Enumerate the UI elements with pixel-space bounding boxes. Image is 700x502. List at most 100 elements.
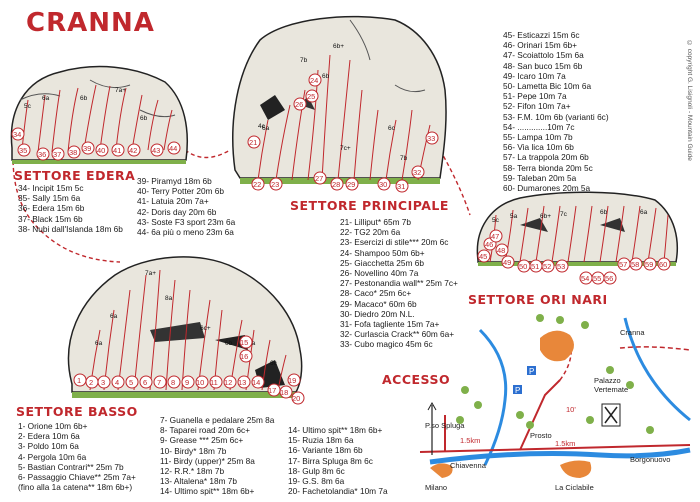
route-item: 38- Nubi dall'Islanda 18m 6b [18,223,123,234]
svg-text:7b: 7b [300,57,308,64]
route-item: 23- Esercizi di stile*** 20m 6c [340,237,449,248]
svg-text:7b: 7b [400,155,408,162]
route-item: 27- Pestonandia wall** 25m 7c+ [340,278,458,289]
route-item: 46- Orinari 15m 6b+ [503,40,578,51]
svg-text:30: 30 [379,180,387,189]
svg-text:7c: 7c [560,211,568,218]
route-item: 58- Terra bionda 20m 5c [503,162,593,173]
place-palazzo: Palazzo [594,376,621,385]
svg-text:58: 58 [631,260,639,269]
basso-routes-list-1: 1- Orione 10m 6b+ 2- Edera 10m 6a 3- Pol… [18,421,136,492]
route-item: 51- Pepe 10m 7a [503,91,567,102]
svg-text:18: 18 [280,388,288,397]
route-item: 13- Altalena* 18m 7b [160,476,238,487]
route-item: 55- Lampa 10m 7b [503,132,573,143]
place-spluga: P.so Spluga [425,421,465,430]
route-item: 56- Via lica 10m 6b [503,142,574,153]
route-item: 43- Soste F3 sport 23m 6a [137,216,236,227]
svg-text:6b: 6b [80,95,88,102]
access-map: P P [415,308,695,498]
route-item: 29- Macaco* 60m 6b [340,298,417,309]
orinari-routes-list: 45- Esticazzi 15m 6c 46- Orinari 15m 6b+… [503,30,609,193]
svg-text:7c+: 7c+ [340,145,351,152]
svg-text:8: 8 [171,378,175,387]
route-item: 6- Passaggio Chiave** 25m 7a+ [18,472,136,483]
route-item: 37- Black 15m 6b [18,213,83,224]
svg-text:32: 32 [413,168,421,177]
route-item: 7- Guanella e pedalare 25m 8a [160,415,275,425]
access-title: ACCESSO [382,372,451,387]
svg-text:38: 38 [69,148,77,157]
svg-text:57: 57 [619,260,627,269]
svg-text:48: 48 [497,246,505,255]
route-item: 26- Novellino 40m 7a [340,268,419,279]
route-item: 12- R.R.* 18m 7b [160,466,225,477]
route-item: 49- Icaro 10m 7a [503,70,566,81]
svg-text:44: 44 [169,144,177,153]
svg-text:26: 26 [295,100,303,109]
svg-text:6a: 6a [640,209,648,216]
svg-text:29: 29 [347,180,355,189]
copyright-text: © copyright G. Lisignoli - Mountain Guid… [686,40,693,161]
svg-text:50: 50 [519,262,527,271]
svg-text:60: 60 [659,260,667,269]
svg-text:5c: 5c [492,217,500,224]
route-item: 2- Edera 10m 6a [18,431,80,442]
svg-text:6c: 6c [270,360,278,367]
route-item: 32- Curlascia Crack** 60m 6a+ [340,329,455,340]
place-prosto: Prosto [530,431,552,440]
svg-text:2: 2 [89,378,93,387]
edera-routes-list: 34- Incipit 15m 5c 35- Sally 15m 6a 36- … [18,183,123,234]
svg-text:6c: 6c [388,125,396,132]
svg-text:55: 55 [593,274,601,283]
place-borgonuovo: Borgonuovo [630,455,670,464]
svg-text:7a+: 7a+ [115,87,126,94]
svg-text:10: 10 [196,378,204,387]
svg-text:19: 19 [288,376,296,385]
route-item: 34- Incipit 15m 5c [18,183,84,193]
route-item: 15- Ruzia 18m 6a [288,435,354,446]
sector-principale-title: SETTORE PRINCIPALE [290,198,449,213]
route-item: 39- Piramyd 18m 6b [137,176,212,186]
basso-routes-list-3: 14- Ultimo spit** 18m 6b+ 15- Ruzia 18m … [288,425,388,496]
place-chiavenna: Chiavenna [450,461,487,470]
svg-text:7a+: 7a+ [145,270,156,277]
svg-text:21: 21 [249,138,257,147]
svg-text:6b: 6b [322,73,330,80]
route-item: 35- Sally 15m 6a [18,193,81,204]
svg-text:31: 31 [397,182,405,191]
route-item: 19- G.S. 8m 6a [288,476,345,487]
place-ciclabile: La Ciclabile [555,483,594,492]
basso-routes-list-2: 7- Guanella e pedalare 25m 8a 8- Taparei… [160,415,274,497]
route-item: 40- Terry Potter 20m 6b [137,186,225,197]
distance-2: 1.5km [555,439,575,448]
svg-text:51: 51 [531,262,539,271]
route-item: 60- Dumarones 20m 5a [503,183,591,194]
sector-basso-title: SETTORE BASSO [16,404,138,419]
svg-text:45: 45 [479,252,487,261]
svg-text:53: 53 [557,262,565,271]
svg-text:59: 59 [645,260,653,269]
route-item: 9- Grease *** 25m 6c+ [160,435,244,446]
svg-text:34: 34 [13,130,21,139]
place-milano: Milano [425,483,447,492]
route-item: 54- .............10m 7c [503,121,575,132]
edera-routes-list-2: 39- Piramyd 18m 6b 40- Terry Potter 20m … [137,176,235,237]
svg-text:4c: 4c [258,123,266,130]
svg-text:6a: 6a [110,313,118,320]
svg-text:56: 56 [605,274,613,283]
route-item: 53- F.M. 10m 6b (varianti 6c) [503,111,609,122]
route-item: 14- Ultimo spit** 18m 6b+ [288,425,383,435]
svg-text:12: 12 [224,378,232,387]
svg-text:42: 42 [129,146,137,155]
svg-text:40: 40 [97,146,105,155]
svg-text:28: 28 [332,180,340,189]
svg-text:9: 9 [185,378,189,387]
route-item: 16- Variante 18m 6b [288,445,363,456]
route-item: 50- Lametta Bic 10m 6a [503,81,592,92]
svg-text:25: 25 [307,92,315,101]
